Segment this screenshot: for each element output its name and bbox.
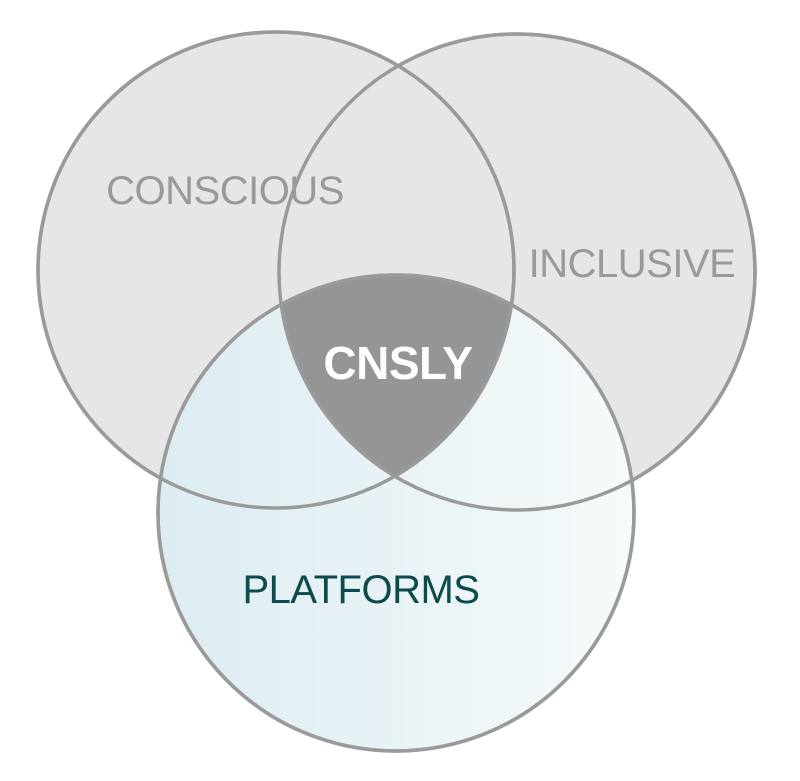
inclusive-label: INCLUSIVE	[529, 242, 736, 286]
platforms-label: PLATFORMS	[242, 568, 479, 612]
intersection-label: CNSLY	[323, 337, 472, 389]
conscious-circle-outline	[36, 30, 516, 510]
platforms-circle-outline	[156, 273, 636, 753]
inclusive-circle-outline	[277, 32, 757, 512]
conscious-label: CONSCIOUS	[106, 169, 344, 213]
